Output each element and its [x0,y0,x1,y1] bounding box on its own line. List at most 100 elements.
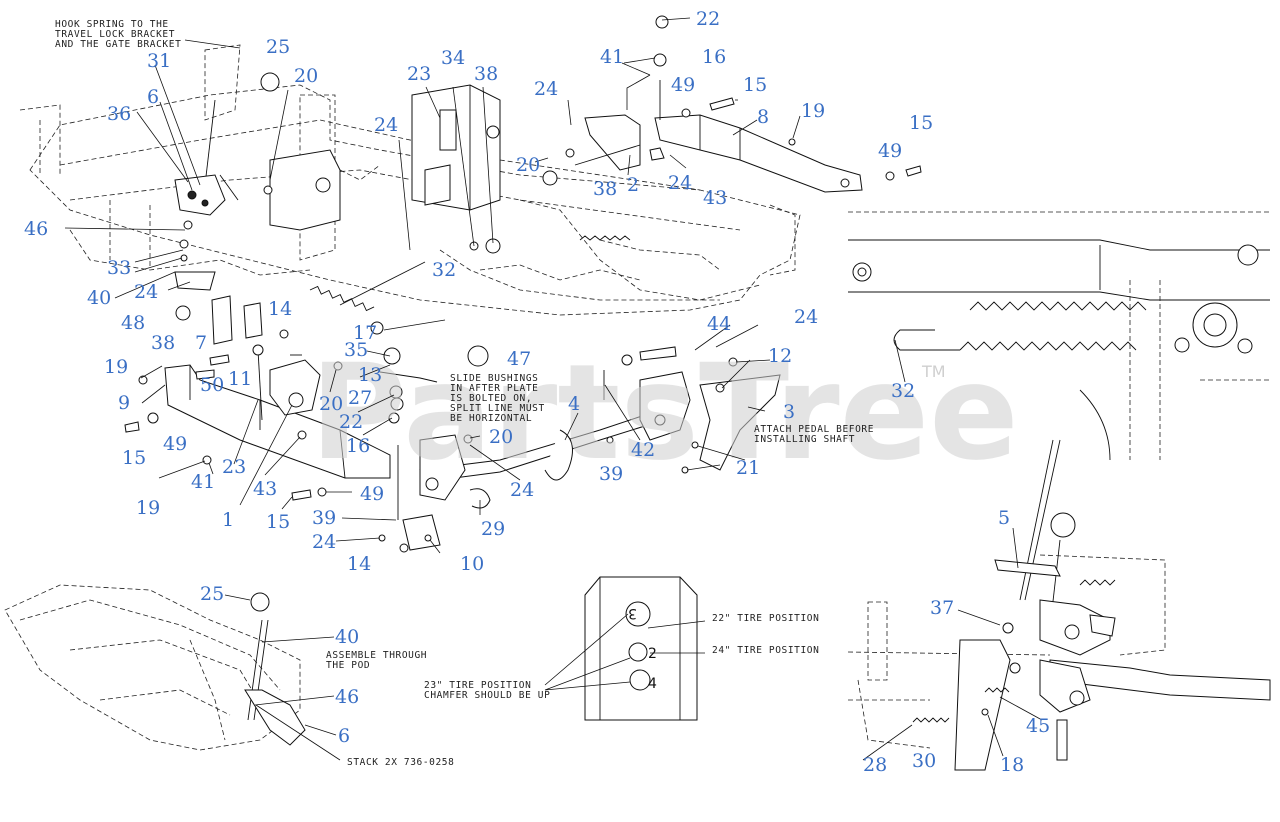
plate-7b [243,302,263,339]
callout-3: 3 [783,401,795,423]
callout-19: 19 [136,497,160,519]
callout-33: 33 [107,257,131,279]
note-assemble-pod: ASSEMBLE THROUGH [326,650,427,661]
callout-49: 49 [360,483,384,505]
callout-27: 27 [348,387,372,409]
control-arm-8 [649,15,895,193]
callout-45: 45 [1026,715,1050,737]
note-hook-spring: AND THE GATE BRACKET [55,39,181,50]
lever-inset [847,439,1271,771]
callout-14: 14 [347,553,371,575]
callout-43: 43 [703,187,727,209]
note-stack: STACK 2X 736-0258 [347,757,454,768]
callout-15: 15 [122,447,146,469]
callout-23: 23 [222,456,246,478]
bolt-14 [279,329,289,339]
callout-48: 48 [121,312,145,334]
leader-lines [64,17,1043,761]
callout-7: 7 [195,332,207,354]
callout-4: 4 [568,393,580,415]
callout-13: 13 [358,364,382,386]
note-hook-spring: TRAVEL LOCK BRACKET [55,29,175,40]
callout-10: 10 [460,553,484,575]
callout-14: 14 [268,298,292,320]
callout-9: 9 [118,392,130,414]
note-slide-bushings: SPLIT LINE MUST [450,403,545,414]
gate-bracket-plate [411,84,501,254]
callout-34: 34 [441,47,465,69]
note-slide-bushings: IN AFTER PLATE [450,383,538,394]
closeup-spring-view [848,211,1270,461]
callout-11: 11 [228,368,252,390]
callout-20: 20 [294,65,318,87]
callout-5: 5 [998,507,1010,529]
callout-24: 24 [510,479,534,501]
callout-41: 41 [191,471,215,493]
callout-47: 47 [507,348,531,370]
note-attach-pedal: ATTACH PEDAL BEFORE [754,424,874,435]
callout-35: 35 [344,339,368,361]
callout-15: 15 [909,112,933,134]
callout-20: 20 [516,154,540,176]
callout-16: 16 [346,435,370,457]
notes: HOOK SPRING TO THE TRAVEL LOCK BRACKET A… [55,19,874,768]
pod-inset [4,584,306,751]
plate-digit: 3 [628,605,637,621]
callout-50: 50 [200,374,224,396]
callout-19: 19 [104,356,128,378]
callout-43: 43 [253,478,277,500]
callout-6: 6 [147,86,159,108]
slide-bushing-47 [467,345,489,367]
callouts: 22 16 41 49 15 8 19 15 49 24 20 38 2 24 … [24,8,1050,776]
hydro-bracket [263,149,341,231]
callout-25: 25 [200,583,224,605]
callout-24: 24 [374,114,398,136]
callout-22: 22 [696,8,720,30]
callout-22: 22 [339,411,363,433]
note-tire-23: CHAMFER SHOULD BE UP [424,690,550,701]
callout-40: 40 [335,626,359,648]
linkage-parts-center [379,347,438,424]
knob-part-25b [250,592,270,612]
callout-6: 6 [338,725,350,747]
lower-control-arm-9 [124,364,391,479]
callout-20: 20 [319,393,343,415]
callout-37: 37 [930,597,954,619]
note-slide-bushings: IS BOLTED ON, [450,393,532,404]
callout-42: 42 [631,439,655,461]
callout-15: 15 [266,511,290,533]
note-slide-bushings: SLIDE BUSHINGS [450,373,538,384]
callout-40: 40 [87,287,111,309]
callout-12: 12 [768,345,792,367]
callout-49: 49 [671,74,695,96]
callout-31: 31 [147,50,171,72]
callout-38: 38 [593,178,617,200]
plate-7 [211,295,233,345]
callout-17: 17 [353,322,377,344]
callout-32: 32 [891,380,915,402]
callout-24: 24 [668,172,692,194]
watermark-tm: TM [921,362,946,381]
callout-44: 44 [707,313,731,335]
note-hook-spring: HOOK SPRING TO THE [55,19,169,30]
plate-digit: 2 [648,646,657,662]
bushing-48 [175,305,191,321]
callout-23: 23 [407,63,431,85]
control-lever-assembly [174,99,239,291]
callout-29: 29 [481,518,505,540]
callout-38: 38 [151,332,175,354]
plate-digit: 4 [648,676,657,692]
note-assemble-pod: THE POD [326,660,370,671]
callout-24: 24 [312,531,336,553]
callout-15: 15 [743,74,767,96]
callout-39: 39 [599,463,623,485]
watermark: PartsTree [310,336,1019,490]
pedal-bracket-1 [195,344,343,440]
knob-part-25 [260,72,280,92]
callout-30: 30 [912,750,936,772]
note-attach-pedal: INSTALLING SHAFT [754,434,855,445]
callout-46: 46 [24,218,48,240]
note-tire-23: 23" TIRE POSITION [424,680,531,691]
callout-2: 2 [627,174,639,196]
callout-36: 36 [107,103,131,125]
